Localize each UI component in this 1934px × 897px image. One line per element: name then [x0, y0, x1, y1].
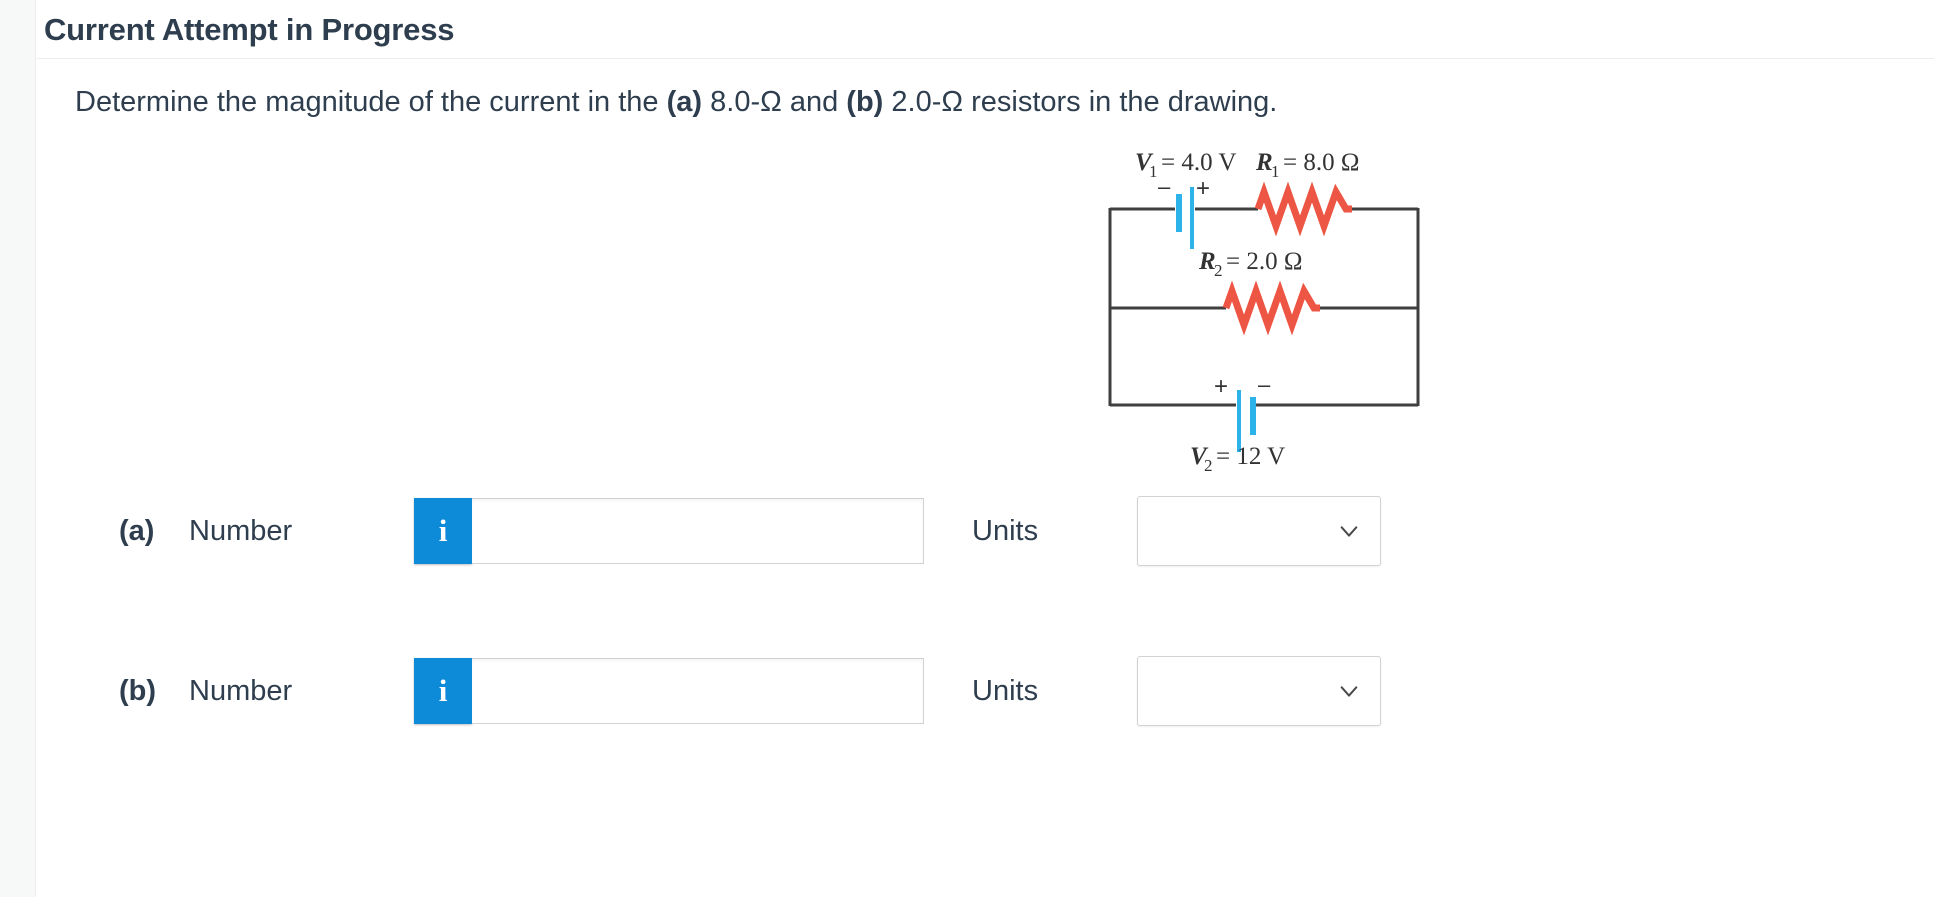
attempt-header: Current Attempt in Progress [37, 0, 1934, 59]
answer-row-b: (b) Number i Units [119, 656, 1934, 727]
resistor-r2-symbol [1222, 280, 1320, 336]
question-prompt: Determine the magnitude of the current i… [75, 83, 1934, 122]
label-r1-subscript: 1 [1271, 162, 1280, 181]
chevron-down-icon [1340, 526, 1358, 537]
question-page: Current Attempt in Progress Determine th… [37, 0, 1934, 897]
number-label-a: Number [189, 514, 293, 547]
part-label-b: (b) [119, 674, 157, 707]
units-select-b[interactable] [1137, 656, 1381, 727]
number-input-b[interactable] [472, 658, 924, 725]
units-label-b: Units [972, 674, 1039, 707]
page-title: Current Attempt in Progress [44, 11, 455, 47]
question-text-part1: Determine the magnitude of the current i… [75, 86, 667, 118]
chevron-down-icon [1340, 686, 1358, 697]
units-label-a: Units [972, 514, 1039, 547]
question-text-part3: 2.0-Ω resistors in the drawing. [883, 86, 1278, 118]
battery-v2-symbol [1237, 390, 1256, 453]
left-gutter-rail [0, 0, 36, 897]
figure-container: V 1 = 4.0 V – + R 1 = 8.0 Ω R 2 = 2.0 Ω … [75, 132, 1934, 492]
number-field-b: i [414, 658, 924, 725]
label-v2-subscript: 2 [1204, 456, 1213, 472]
units-select-a[interactable] [1137, 496, 1381, 567]
label-r1-symbol: R [1255, 149, 1273, 176]
label-r2-value: = 2.0 Ω [1226, 248, 1302, 275]
question-label-b: (b) [846, 86, 884, 118]
number-label-b: Number [189, 674, 293, 707]
label-r1-value: = 8.0 Ω [1283, 149, 1359, 176]
part-label-a: (a) [119, 514, 155, 547]
question-body: Determine the magnitude of the current i… [37, 59, 1934, 727]
label-v1-value: = 4.0 V [1161, 149, 1236, 176]
battery-v1-symbol [1176, 187, 1194, 250]
label-r2-subscript: 2 [1214, 261, 1223, 280]
number-input-a[interactable] [472, 498, 924, 565]
info-icon[interactable]: i [414, 658, 472, 725]
label-v2-value: = 12 V [1216, 443, 1285, 470]
info-icon[interactable]: i [414, 498, 472, 565]
label-v1-negative-terminal: – [1158, 174, 1171, 199]
number-field-a: i [414, 498, 924, 565]
label-v1-positive-terminal: + [1196, 175, 1210, 202]
question-text-part2: 8.0-Ω and [702, 86, 847, 118]
label-v2-positive-terminal: + [1214, 373, 1228, 400]
label-r2-symbol: R [1198, 248, 1216, 275]
label-v2-symbol: V [1190, 443, 1209, 470]
answer-section: (a) Number i Units (b) Number [75, 496, 1934, 727]
question-label-a: (a) [666, 86, 703, 118]
resistor-r1-symbol [1254, 181, 1352, 237]
label-v1-symbol: V [1135, 149, 1154, 176]
label-v2-negative-terminal: – [1258, 372, 1271, 397]
circuit-diagram: V 1 = 4.0 V – + R 1 = 8.0 Ω R 2 = 2.0 Ω … [1108, 149, 1420, 472]
label-v1-subscript: 1 [1149, 162, 1158, 181]
answer-row-a: (a) Number i Units [119, 496, 1934, 567]
circuit-wires [1108, 207, 1420, 407]
